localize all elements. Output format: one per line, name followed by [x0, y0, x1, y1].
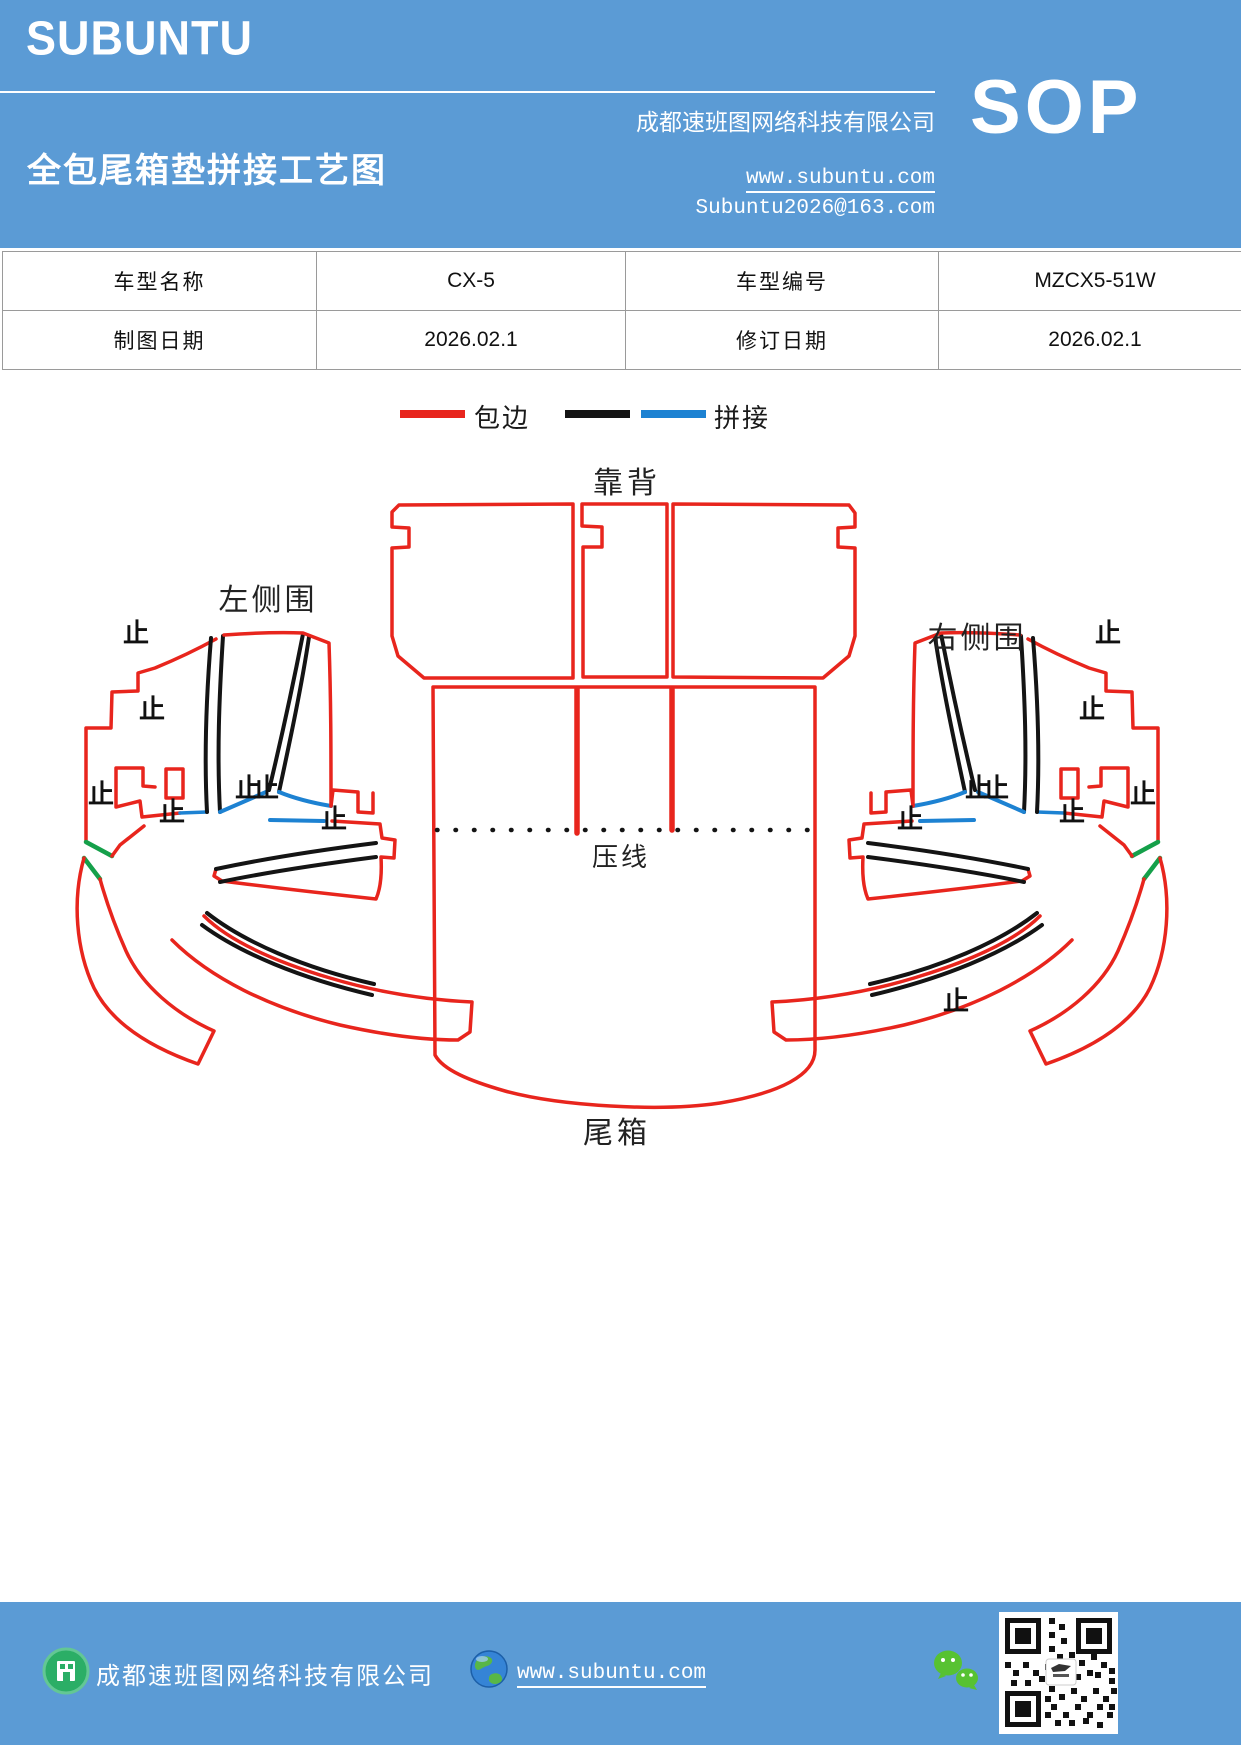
stop-mark: 止	[943, 987, 969, 1016]
revise-date-value: 2026.02.1	[938, 310, 1241, 370]
page-title: 全包尾箱垫拼接工艺图	[27, 153, 387, 190]
table-row: 车型名称 CX-5 车型编号 MZCX5-51W	[2, 251, 1241, 311]
press-line-label: 压线	[592, 843, 650, 872]
backrest-pieces	[390, 502, 857, 680]
stop-mark: 止	[123, 619, 149, 648]
trunk-label: 尾箱	[583, 1117, 651, 1150]
stop-mark: 止	[1059, 798, 1085, 827]
stop-mark: 止	[159, 798, 185, 827]
vehicle-info-table: 车型名称 CX-5 车型编号 MZCX5-51W 制图日期 2026.02.1 …	[2, 251, 1241, 370]
stop-mark: 止	[983, 774, 1009, 803]
draw-date-value: 2026.02.1	[316, 310, 626, 370]
splice-legend-label: 拼接	[714, 404, 771, 433]
trunk-outline	[431, 685, 817, 1109]
footer-company-name: 成都速班图网络科技有限公司	[96, 1664, 434, 1690]
model-name-value: CX-5	[316, 251, 626, 311]
model-code-label: 车型编号	[625, 251, 939, 311]
stop-mark: 止	[897, 805, 923, 834]
header-email: Subuntu2026@163.com	[695, 197, 935, 220]
model-name-label: 车型名称	[2, 251, 317, 311]
right-side-piece	[772, 633, 1167, 1064]
stop-marks: 止 止 止 止 止 止 止 止 止 止 止 止 止 止 止	[88, 619, 1156, 1016]
table-row: 制图日期 2026.02.1 修订日期 2026.02.1	[2, 310, 1241, 370]
brand-logo: SUBUNTU	[26, 10, 253, 66]
sop-badge: SOP	[970, 65, 1143, 150]
header-company-name: 成都速班图网络科技有限公司	[636, 110, 935, 135]
edge-color-swatch	[400, 410, 465, 418]
stop-mark: 止	[321, 805, 347, 834]
stop-mark: 止	[235, 774, 261, 803]
trunk-piece	[431, 685, 817, 1109]
stop-mark: 止	[139, 695, 165, 724]
revise-date-label: 修订日期	[625, 310, 939, 370]
header-divider	[0, 91, 935, 93]
header-banner: SUBUNTU 成都速班图网络科技有限公司 全包尾箱垫拼接工艺图 SOP www…	[0, 0, 1241, 248]
backrest-middle-piece	[580, 502, 669, 679]
left-side-piece	[77, 633, 472, 1064]
backrest-label: 靠背	[593, 467, 661, 500]
right-side-label: 右侧围	[928, 622, 1027, 655]
left-side-label: 左侧围	[219, 584, 318, 617]
header-website-link[interactable]: www.subuntu.com	[745, 167, 935, 193]
seam-color-swatch	[565, 410, 630, 418]
part-labels: 靠背 左侧围 右侧围 压线 尾箱	[219, 467, 1027, 1150]
backrest-left-piece	[390, 502, 575, 680]
stop-mark: 止	[1095, 619, 1121, 648]
stop-mark: 止	[88, 780, 114, 809]
join-color-swatch	[641, 410, 706, 418]
draw-date-label: 制图日期	[2, 310, 317, 370]
edge-legend-label: 包边	[474, 404, 531, 433]
footer-website-link[interactable]: www.subuntu.com	[517, 1662, 707, 1688]
stop-mark: 止	[253, 774, 279, 803]
backrest-right-piece	[671, 502, 857, 680]
stop-mark: 止	[1079, 695, 1105, 724]
stop-mark: 止	[965, 774, 991, 803]
stop-mark: 止	[1130, 780, 1156, 809]
model-code-value: MZCX5-51W	[938, 251, 1241, 311]
